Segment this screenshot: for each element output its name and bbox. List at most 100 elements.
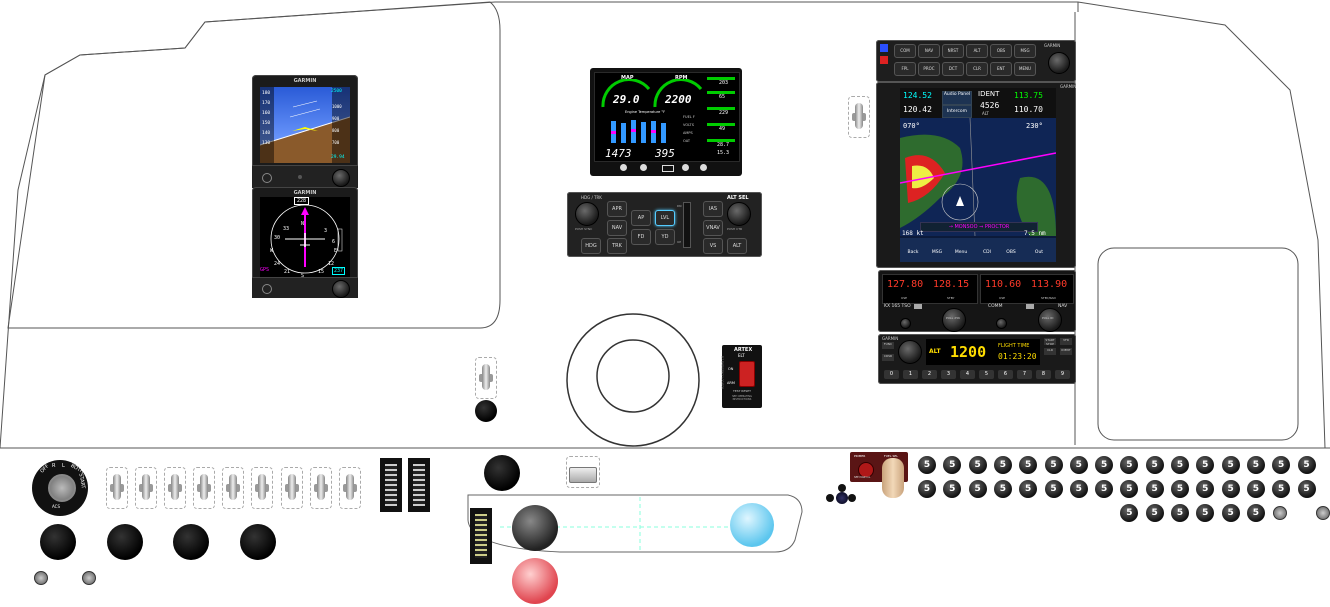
circuit-breaker[interactable]: 5 <box>1019 456 1038 474</box>
key-com[interactable]: COM <box>894 44 916 58</box>
toggle-switch[interactable] <box>281 467 303 509</box>
circuit-breaker[interactable]: 5 <box>1171 456 1189 474</box>
circuit-breaker[interactable]: 5 <box>1145 504 1164 522</box>
circuit-breaker[interactable]: 5 <box>1044 456 1063 474</box>
func-key[interactable]: FUNC <box>882 342 894 349</box>
volume-knob[interactable] <box>900 318 911 329</box>
monitor-button[interactable] <box>662 165 674 172</box>
circuit-breaker[interactable]: 5 <box>1120 456 1139 474</box>
out-softkey[interactable]: Out <box>1034 250 1044 255</box>
ias-button[interactable]: IAS <box>703 201 723 217</box>
toggle-switch[interactable] <box>193 467 215 509</box>
toggle-switch[interactable] <box>475 357 497 399</box>
circuit-breaker[interactable]: 5 <box>1246 480 1265 498</box>
com-frequency-knob[interactable] <box>942 308 966 332</box>
transponder-knob[interactable] <box>898 340 922 364</box>
monitor-button[interactable] <box>620 164 627 171</box>
hdg-knob[interactable] <box>575 202 599 226</box>
circuit-breaker[interactable]: 5 <box>1145 456 1164 474</box>
key-nrst[interactable]: NRST <box>942 44 964 58</box>
intercom-button[interactable]: Intercom <box>942 105 972 118</box>
key-7[interactable]: 7 <box>1017 370 1032 379</box>
trim-wheel[interactable] <box>470 508 492 564</box>
key-6[interactable]: 6 <box>998 370 1013 379</box>
circuit-breaker[interactable]: 5 <box>1069 480 1088 498</box>
key-nav[interactable]: NAV <box>918 44 940 58</box>
primer-button[interactable] <box>858 462 874 478</box>
throttle-knob[interactable] <box>512 505 558 551</box>
ident-button[interactable]: IDENT <box>978 90 1000 98</box>
circuit-breaker[interactable]: 5 <box>1246 504 1265 522</box>
key-4[interactable]: 4 <box>960 370 975 379</box>
squawk-code[interactable]: 4526 <box>980 101 1000 110</box>
cdi-softkey[interactable]: CDI <box>983 250 991 255</box>
circuit-breaker[interactable]: 5 <box>1095 456 1114 474</box>
monitor-button[interactable] <box>682 164 689 171</box>
ap-button[interactable]: AP <box>631 210 651 226</box>
toggle-switch[interactable] <box>339 467 361 509</box>
trk-button[interactable]: TRK <box>607 238 627 254</box>
circuit-breaker[interactable]: 5 <box>1120 480 1139 498</box>
key-1[interactable]: 1 <box>903 370 918 379</box>
circuit-breaker[interactable]: 5 <box>1272 480 1291 498</box>
start-stop-key[interactable]: START STOP <box>1044 338 1056 346</box>
vfr-key[interactable]: VFR <box>1060 338 1072 345</box>
mixture-knob[interactable] <box>512 558 558 604</box>
control-knob[interactable] <box>484 455 520 491</box>
key-clr[interactable]: CLR <box>966 62 988 76</box>
circuit-breaker[interactable]: 5 <box>1196 480 1215 498</box>
circuit-breaker[interactable]: 5 <box>993 480 1012 498</box>
circuit-breaker[interactable]: 5 <box>993 456 1012 474</box>
circuit-breaker[interactable]: 5 <box>1196 456 1215 474</box>
msg-softkey[interactable]: MSG <box>931 250 943 255</box>
propeller-knob[interactable] <box>730 503 774 547</box>
audio-panel-button[interactable]: Audio Panel <box>942 91 972 105</box>
key-fpl[interactable]: FPL <box>894 62 916 76</box>
clr-key[interactable]: CLR <box>1044 348 1056 355</box>
gtn-dual-knob[interactable] <box>1048 52 1070 74</box>
hsi-knob[interactable] <box>332 280 350 298</box>
circuit-breaker[interactable]: 5 <box>943 456 962 474</box>
circuit-breaker[interactable]: 5 <box>1095 480 1114 498</box>
key-obs[interactable]: OBS <box>990 44 1012 58</box>
alt-knob[interactable] <box>727 202 751 226</box>
circuit-breaker[interactable]: 5 <box>1221 456 1240 474</box>
circuit-breaker[interactable]: 5 <box>1221 480 1240 498</box>
alt-button[interactable]: ALT <box>727 238 747 254</box>
lvl-button[interactable]: LVL <box>655 210 675 226</box>
circuit-breaker[interactable]: 5 <box>1221 504 1240 522</box>
nav-active[interactable]: 113.75 <box>1014 91 1043 100</box>
toggle-switch[interactable] <box>106 467 128 509</box>
nav-button[interactable]: NAV <box>607 220 627 236</box>
circuit-breaker[interactable]: 5 <box>1171 504 1189 522</box>
circuit-breaker[interactable]: 5 <box>1069 456 1088 474</box>
key-9[interactable]: 9 <box>1055 370 1070 379</box>
key-2[interactable]: 2 <box>922 370 937 379</box>
toggle-switch[interactable] <box>135 467 157 509</box>
circuit-breaker[interactable]: 5 <box>1145 480 1164 498</box>
circuit-breaker[interactable]: 5 <box>918 456 936 474</box>
nav-flip-flop-button[interactable] <box>1026 304 1034 309</box>
com-standby[interactable]: 120.42 <box>903 105 932 114</box>
control-knob[interactable] <box>107 524 143 560</box>
pfd-knob[interactable] <box>332 169 350 187</box>
circuit-breaker[interactable]: 5 <box>943 480 962 498</box>
back-softkey[interactable]: Back <box>907 250 919 255</box>
waypoint-bar[interactable]: → MONSOO ⇒ PROCTOR <box>920 222 1038 232</box>
circuit-breaker[interactable]: 5 <box>918 480 936 498</box>
circuit-breaker[interactable]: 5 <box>968 480 987 498</box>
menu-softkey[interactable]: Menu <box>954 250 968 255</box>
monitor-button[interactable] <box>640 164 647 171</box>
fuel-selector-handle[interactable] <box>882 458 904 498</box>
nav-volume-knob[interactable] <box>996 318 1007 329</box>
dimmer-strip[interactable] <box>408 458 430 512</box>
circuit-breaker[interactable]: 5 <box>1246 456 1265 474</box>
com-active[interactable]: 124.52 <box>903 91 932 100</box>
monitor-button[interactable] <box>700 164 707 171</box>
key-ent[interactable]: ENT <box>990 62 1012 76</box>
com-flip-flop-button[interactable] <box>914 304 922 309</box>
vnav-button[interactable]: VNAV <box>703 220 723 236</box>
parking-brake-handle[interactable] <box>566 456 600 488</box>
circuit-breaker[interactable]: 5 <box>1196 504 1215 522</box>
map-range[interactable]: 7.5 nm <box>1024 230 1046 237</box>
